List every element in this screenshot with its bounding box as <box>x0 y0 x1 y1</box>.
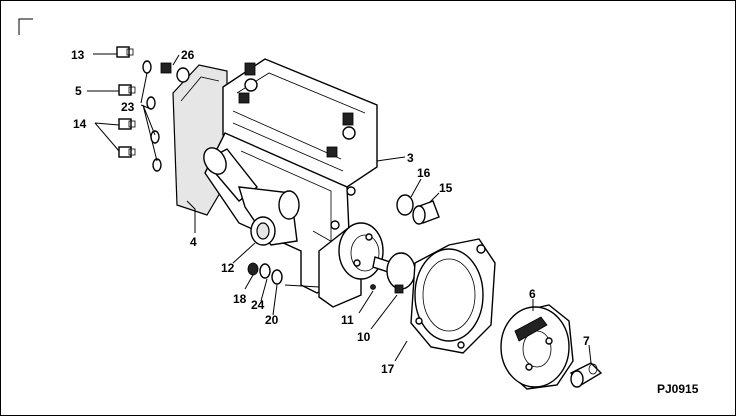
bolt-13 <box>116 46 134 58</box>
nut-washer-26 <box>160 62 190 83</box>
drive-gear-6 <box>500 304 574 390</box>
governor-elbow <box>203 147 300 246</box>
callout-6: 6 <box>529 287 536 301</box>
bolt-14a <box>118 118 136 130</box>
callout-4: 4 <box>190 235 197 249</box>
fittings-18-24-20 <box>247 262 283 285</box>
callout-23: 23 <box>121 100 135 114</box>
callout-11: 11 <box>341 313 354 327</box>
callout-15: 15 <box>439 181 453 195</box>
plug-15 <box>412 200 440 225</box>
drive-hub <box>338 222 394 280</box>
adapter-17 <box>394 238 496 354</box>
corner-mark <box>18 18 33 35</box>
callout-10: 10 <box>357 330 371 344</box>
callout-26: 26 <box>181 48 195 62</box>
callout-17: 17 <box>381 362 395 376</box>
callout-labels: 13 26 5 23 14 3 16 15 4 12 18 24 20 11 1… <box>71 48 590 376</box>
nut-7 <box>569 362 603 388</box>
bolt-14b <box>118 146 136 158</box>
callout-3: 3 <box>407 151 414 165</box>
callout-13: 13 <box>71 48 85 62</box>
leader-lines <box>87 53 592 364</box>
seal-16 <box>396 194 414 216</box>
bolt-5 <box>118 84 136 96</box>
callout-5: 5 <box>75 84 82 98</box>
o-ring-10 <box>386 252 416 290</box>
callout-16: 16 <box>417 166 431 180</box>
callout-24: 24 <box>251 298 265 312</box>
callout-7: 7 <box>583 334 590 348</box>
callout-12: 12 <box>221 261 235 275</box>
callout-20: 20 <box>265 313 279 327</box>
dowel-11 <box>370 284 376 290</box>
drawing-code: PJ0915 <box>657 382 699 396</box>
callout-14: 14 <box>73 117 87 131</box>
callout-18: 18 <box>233 292 247 306</box>
